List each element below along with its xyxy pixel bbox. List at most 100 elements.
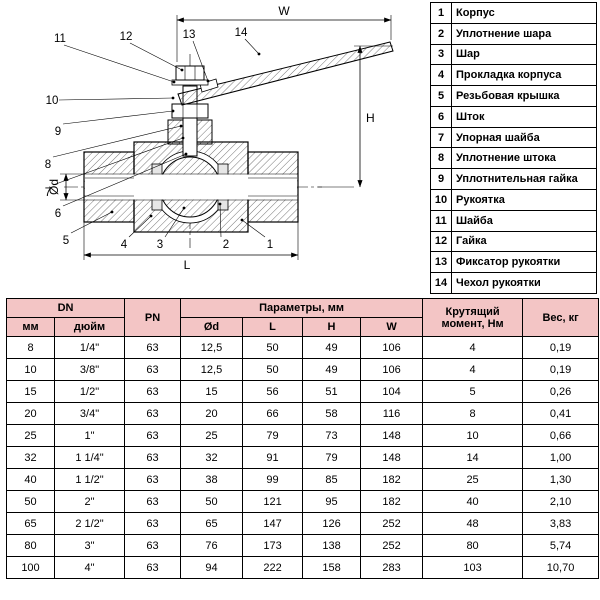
part-number: 5	[430, 85, 452, 107]
part-name: Уплотнение штока	[451, 147, 597, 170]
specs-cell: 79	[302, 446, 362, 469]
specs-cell: 80	[422, 534, 524, 557]
bore	[85, 174, 297, 200]
specs-cell: 80	[6, 534, 55, 557]
part-name: Корпус	[451, 2, 597, 24]
specs-cell: 95	[302, 490, 362, 513]
specs-cell: 49	[302, 358, 362, 381]
specs-cell: 4	[422, 358, 524, 381]
specs-cell: 63	[124, 512, 182, 535]
callout-number: 4	[121, 239, 128, 251]
specs-cell: 63	[124, 468, 182, 491]
specs-cell: 91	[242, 446, 304, 469]
specs-cell: 25	[180, 424, 244, 447]
header-weight: Вес, кг	[522, 298, 600, 337]
callout-dot	[172, 80, 176, 84]
specs-cell: 173	[242, 534, 304, 557]
specs-cell: 121	[242, 490, 304, 513]
specs-cell: 50	[242, 336, 304, 359]
stem-nut-facets	[184, 66, 196, 80]
handle-lock	[199, 78, 219, 93]
specs-cell: 73	[302, 424, 362, 447]
part-number: 14	[430, 272, 452, 294]
header-mm: мм	[6, 317, 55, 337]
specs-cell: 10,70	[522, 556, 600, 579]
specs-cell: 25	[422, 468, 524, 491]
handle	[177, 41, 394, 106]
part-number: 8	[430, 147, 452, 170]
specs-cell: 32	[180, 446, 244, 469]
gland-nut	[171, 103, 209, 119]
part-number: 4	[430, 64, 452, 87]
specs-cell: 63	[124, 358, 182, 381]
callout-leader	[62, 153, 187, 207]
w-dimension-label: W	[278, 4, 290, 18]
callout-leader	[241, 219, 266, 238]
specs-cell: 51	[302, 380, 362, 403]
specs-cell: 104	[360, 380, 424, 403]
specs-cell: 0,19	[522, 358, 600, 381]
callout-leader	[192, 40, 209, 82]
header-pn: PN	[124, 298, 182, 337]
callout-leader	[63, 44, 175, 83]
specs-cell: 12,5	[180, 358, 244, 381]
specs-cell: 1 1/2"	[53, 468, 126, 491]
specs-cell: 182	[360, 468, 424, 491]
part-name: Гайка	[451, 230, 597, 253]
callout-number: 9	[55, 126, 61, 138]
specs-cell: 147	[242, 512, 304, 535]
specs-cell: 63	[124, 424, 182, 447]
callout-dot	[218, 202, 222, 206]
specs-cell: 65	[180, 512, 244, 535]
h-dimension-label: H	[366, 111, 375, 125]
detail-lines	[84, 173, 298, 201]
callout-leader	[129, 42, 183, 71]
specs-cell: 66	[242, 402, 304, 425]
callout-number: 5	[63, 235, 69, 247]
specs-cell: 65	[6, 512, 55, 535]
specs-cell: 222	[242, 556, 304, 579]
specs-cell: 126	[302, 512, 362, 535]
specs-cell: 3,83	[522, 512, 600, 535]
part-number: 1	[430, 2, 452, 24]
callout-dot	[149, 214, 153, 218]
part-number: 2	[430, 22, 452, 45]
specs-cell: 0,19	[522, 336, 600, 359]
part-number: 13	[430, 251, 452, 274]
header-l: L	[242, 317, 304, 337]
specs-cell: 63	[124, 402, 182, 425]
specs-cell: 25	[6, 424, 55, 447]
callout-number: 6	[55, 208, 61, 220]
specs-cell: 148	[360, 424, 424, 447]
specs-cell: 56	[242, 380, 304, 403]
callout-leader	[52, 125, 182, 158]
header-h: H	[302, 317, 362, 337]
part-number: 6	[430, 105, 452, 128]
callout-number: 12	[120, 31, 133, 43]
specs-cell: 40	[6, 468, 55, 491]
specs-cell: 15	[180, 380, 244, 403]
callout-number: 7	[45, 187, 51, 199]
stem-nut	[175, 65, 205, 81]
specs-cell: 58	[302, 402, 362, 425]
specs-cell: 63	[124, 380, 182, 403]
part-name: Фиксатор рукоятки	[451, 251, 597, 274]
specs-cell: 0,66	[522, 424, 600, 447]
